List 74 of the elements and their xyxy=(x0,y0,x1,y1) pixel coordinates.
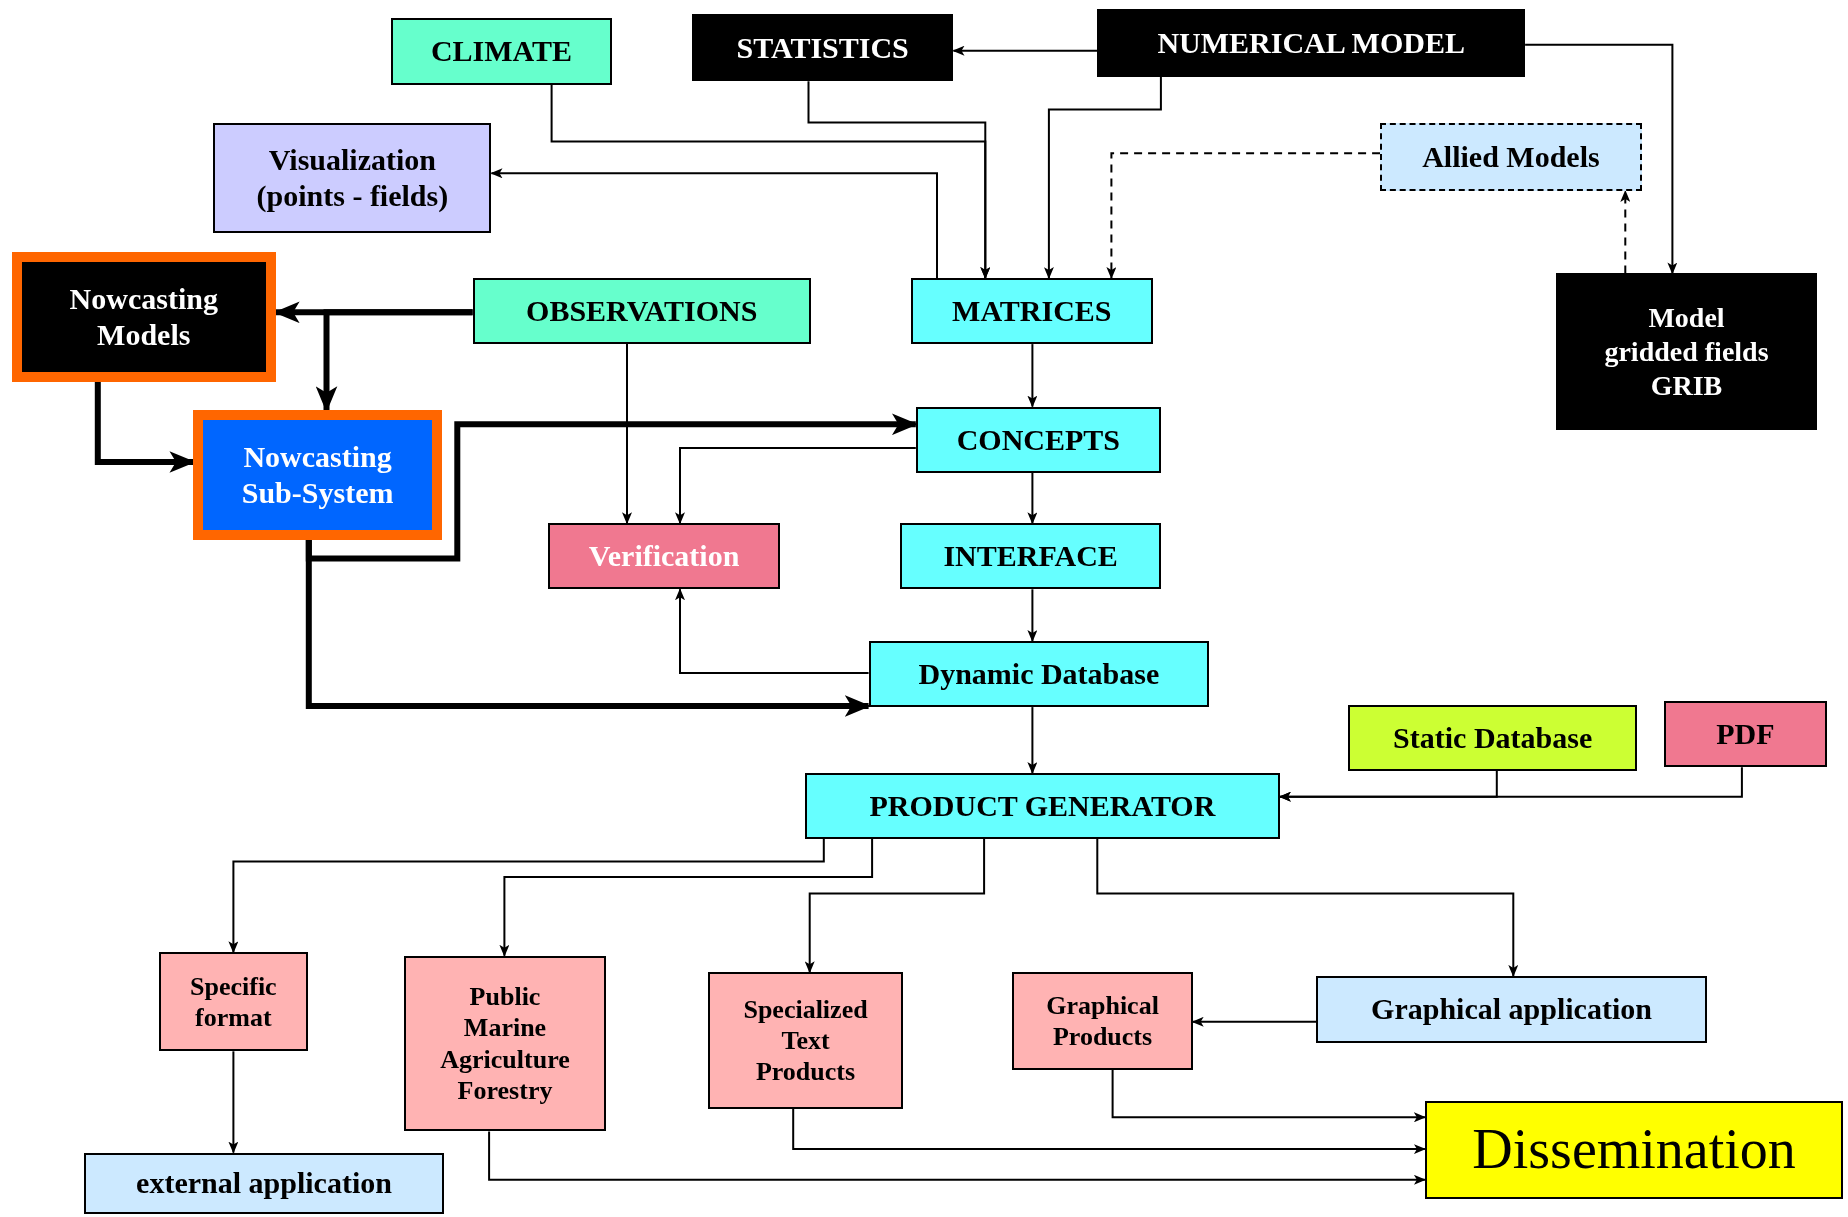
arrow xyxy=(804,838,986,974)
arrow xyxy=(1027,588,1038,643)
box-label: Graphical Products xyxy=(1045,990,1160,1053)
process-box xyxy=(911,278,1153,345)
box-label: PDF xyxy=(1716,716,1775,753)
arrow xyxy=(675,446,917,525)
arrow xyxy=(1027,343,1038,408)
box-label: NUMERICAL MODEL xyxy=(1157,25,1465,61)
arrow xyxy=(1111,1069,1426,1123)
arrow xyxy=(490,168,938,280)
box-label: Graphical application xyxy=(1371,991,1652,1028)
highlight-box xyxy=(1424,1100,1844,1199)
arrow xyxy=(1027,471,1038,525)
process-box xyxy=(1380,122,1642,191)
box-label: CONCEPTS xyxy=(956,421,1120,458)
arrow xyxy=(792,1108,1426,1155)
arrow xyxy=(488,1130,1426,1185)
process-box xyxy=(691,14,954,82)
box-label: PRODUCT GENERATOR xyxy=(869,788,1216,825)
box-label: Public Marine Agriculture Forestry xyxy=(439,981,571,1106)
process-box xyxy=(804,773,1280,840)
process-box xyxy=(708,972,903,1109)
arrow xyxy=(675,588,870,674)
arrow xyxy=(622,343,632,525)
process-box xyxy=(159,952,308,1052)
process-box xyxy=(472,278,811,345)
process-box xyxy=(11,252,276,382)
process-box xyxy=(1664,701,1827,768)
box-label: STATISTICS xyxy=(736,29,909,66)
process-box xyxy=(193,410,442,540)
process-box xyxy=(900,523,1161,590)
arrow xyxy=(1043,75,1162,280)
arrow xyxy=(315,309,473,413)
process-box xyxy=(83,1152,445,1214)
arrow xyxy=(305,539,871,717)
box-label: INTERFACE xyxy=(943,538,1118,575)
arrow xyxy=(499,838,874,957)
box-label: Visualization (points - fields) xyxy=(255,141,450,214)
arrow xyxy=(1620,189,1631,275)
arrow xyxy=(1096,838,1519,977)
box-label: Verification xyxy=(588,538,740,575)
process-box xyxy=(213,122,492,234)
arrow xyxy=(550,83,991,280)
arrow xyxy=(1191,1016,1318,1027)
arrow xyxy=(1106,152,1382,280)
process-box xyxy=(548,523,781,590)
box-label: OBSERVATIONS xyxy=(526,293,758,330)
process-box xyxy=(1097,9,1526,77)
box-label: Allied Models xyxy=(1422,138,1600,175)
box-label: Dissemination xyxy=(1472,1117,1796,1183)
arrow xyxy=(228,1050,239,1154)
box-label: Nowcasting Sub-System xyxy=(240,438,395,511)
process-box xyxy=(1555,273,1818,431)
box-label: CLIMATE xyxy=(430,33,573,70)
box-label: Specific format xyxy=(189,970,278,1033)
process-box xyxy=(915,406,1161,473)
box-label: Static Database xyxy=(1393,719,1593,756)
arrow xyxy=(1027,706,1038,775)
process-box xyxy=(1316,975,1707,1043)
process-box xyxy=(391,17,612,85)
process-box xyxy=(1012,972,1193,1071)
box-label: Dynamic Database xyxy=(918,656,1160,693)
arrow xyxy=(952,45,1099,56)
box-label: Model gridded fields GRIB xyxy=(1603,301,1770,403)
process-box xyxy=(404,955,606,1132)
box-label: MATRICES xyxy=(952,293,1112,330)
process-box xyxy=(1348,704,1638,771)
arrow xyxy=(1278,766,1743,802)
box-label: external application xyxy=(136,1165,392,1202)
arrow xyxy=(228,838,825,954)
box-label: Specialized Text Products xyxy=(742,993,869,1088)
box-label: Nowcasting Models xyxy=(68,281,219,353)
arrow xyxy=(1524,43,1678,275)
process-box xyxy=(868,641,1210,708)
